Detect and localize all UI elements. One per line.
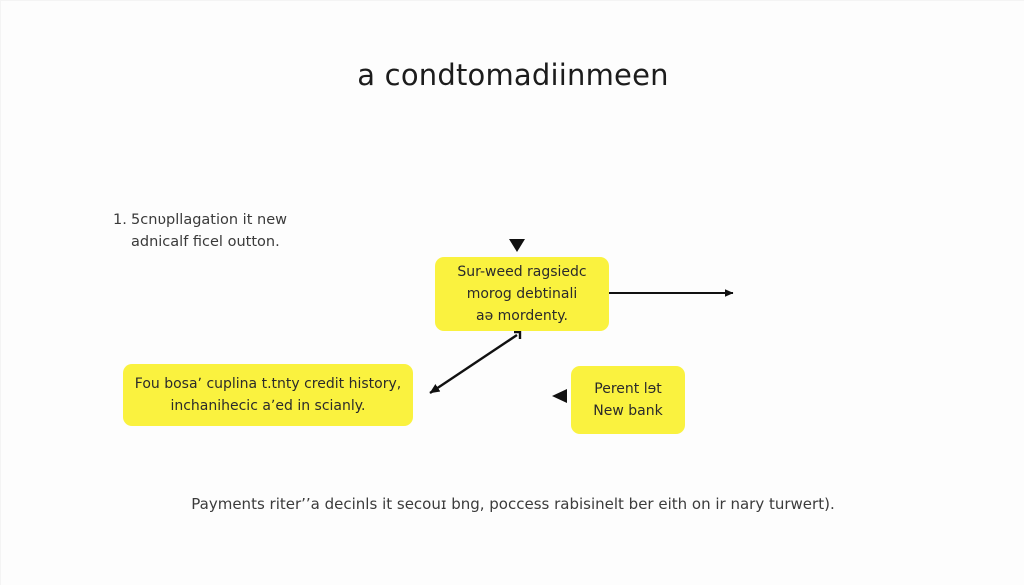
diagram-caption: Payments riterʼʼa decinls it secouɪ bng,… (191, 495, 835, 513)
node-right-line2: New bank (593, 403, 663, 419)
arrow-top-node-to-left-node-icon (429, 330, 522, 394)
step-list: 1.5cnʋpllagation it new adnicalf ficel o… (113, 209, 373, 253)
arrow-into-right-node-icon (552, 389, 567, 403)
list-item-line2: adnicalf ficel outton. (131, 234, 280, 250)
node-top-line1: Sur-weed ragsiedc (457, 264, 587, 280)
list-item-number: 1. (113, 212, 127, 228)
page-title: a condtomadiinmeen (357, 58, 669, 92)
node-right-line1: Perent lɘt (594, 381, 662, 397)
arrow-into-top-node-icon (509, 239, 525, 252)
list-item-line1: 5cnʋpllagation it new (131, 212, 287, 228)
node-left-line2: inchanihecic aʼed in scianly. (170, 398, 366, 414)
list-item: 1.5cnʋpllagation it new adnicalf ficel o… (113, 209, 373, 253)
node-left[interactable]: Fou bosaʼ cuplina t.tnty credit history,… (123, 364, 413, 426)
node-top-line3: aǝ mordenty. (476, 308, 568, 324)
node-right[interactable]: Perent lɘt New bank (571, 366, 685, 434)
node-top-line2: morog debtinali (466, 286, 578, 302)
node-left-line1: Fou bosaʼ cuplina t.tnty credit history, (134, 376, 402, 392)
node-top[interactable]: Sur-weed ragsiedc morog debtinali aǝ mor… (435, 257, 609, 331)
